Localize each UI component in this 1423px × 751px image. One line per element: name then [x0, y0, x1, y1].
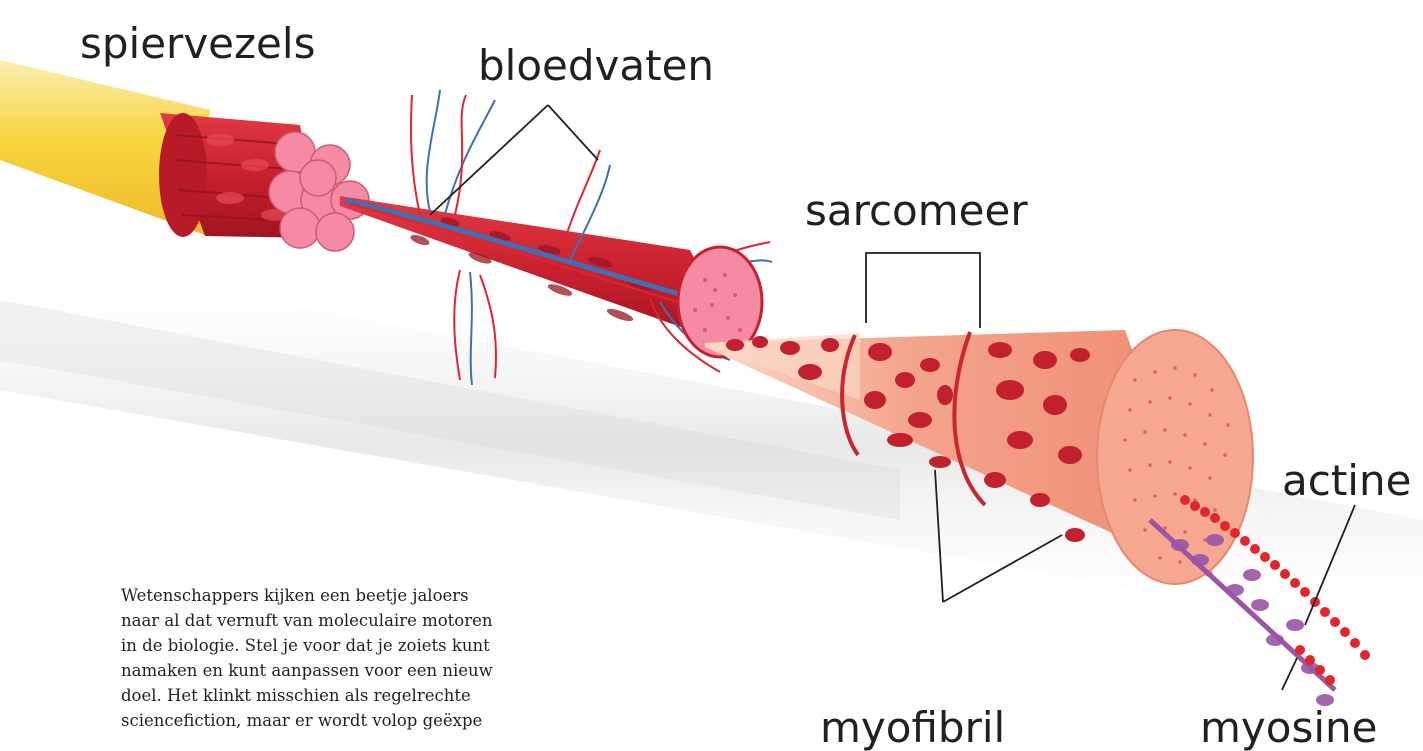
sarcomeer-bracket	[866, 253, 980, 328]
article-text: Wetenschappers kijken een beetje jaloers…	[121, 583, 561, 751]
fascicle-ends	[269, 132, 369, 251]
label-bloedvaten: bloedvaten	[478, 41, 714, 90]
label-sarcomeer: sarcomeer	[805, 186, 1028, 235]
label-spiervezels: spiervezels	[80, 19, 315, 68]
myosine-leader	[1282, 658, 1297, 690]
article-paragraph: Wetenschappers kijken een beetje jaloers…	[121, 583, 561, 733]
bloedvaten-leader-1	[430, 105, 548, 215]
label-myofibril: myofibril	[820, 703, 1005, 751]
label-myosine: myosine	[1200, 703, 1377, 751]
bloedvaten-leader-2	[548, 105, 598, 160]
label-actine: actine	[1282, 456, 1411, 505]
muscle-bundle	[159, 113, 369, 251]
